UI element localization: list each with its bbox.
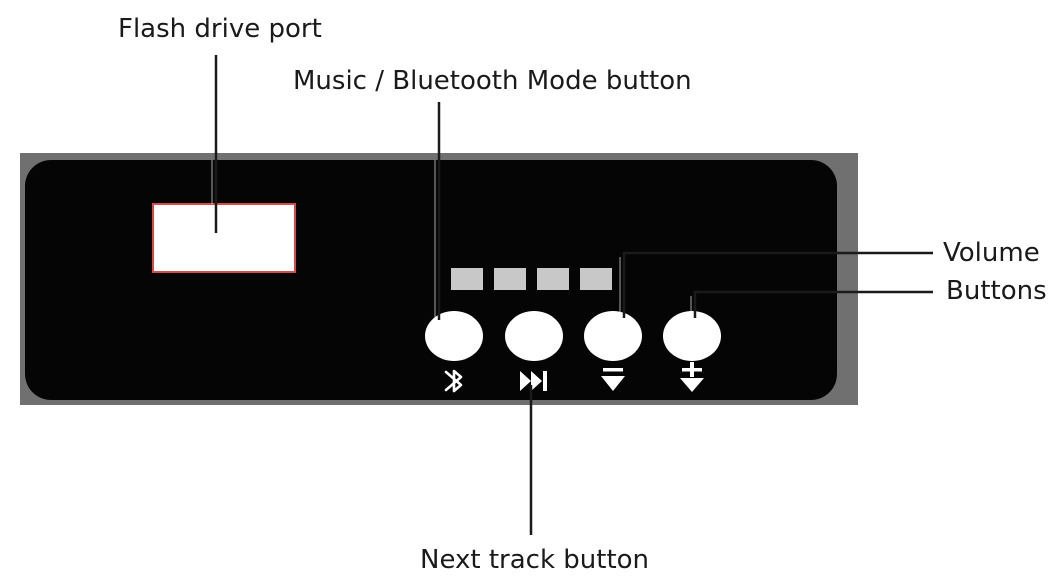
panel-face [25, 160, 837, 400]
next-track-label: Next track button [420, 545, 650, 575]
led-indicator [494, 268, 526, 290]
volume-up-icon [680, 362, 704, 392]
mode-button [425, 311, 483, 361]
volume-up-leader [693, 290, 933, 318]
volume-down-leader [622, 251, 933, 318]
volume-up-button [663, 311, 721, 361]
bluetooth-icon [444, 369, 463, 393]
volume-label-line2: Buttons [946, 276, 1047, 306]
led-indicator [451, 268, 483, 290]
led-indicator [580, 268, 612, 290]
mode-button-label: Music / Bluetooth Mode button [293, 66, 692, 96]
volume-down-icon [601, 368, 625, 391]
flash-drive-port-label: Flash drive port [118, 14, 322, 44]
flash-drive-port [152, 203, 296, 273]
volume-label-line1: Volume [943, 238, 1040, 268]
next-track-button [505, 311, 563, 361]
next-track-icon [520, 371, 547, 391]
volume-down-button [584, 311, 642, 361]
led-indicator [537, 268, 569, 290]
leader-lines [214, 55, 933, 535]
